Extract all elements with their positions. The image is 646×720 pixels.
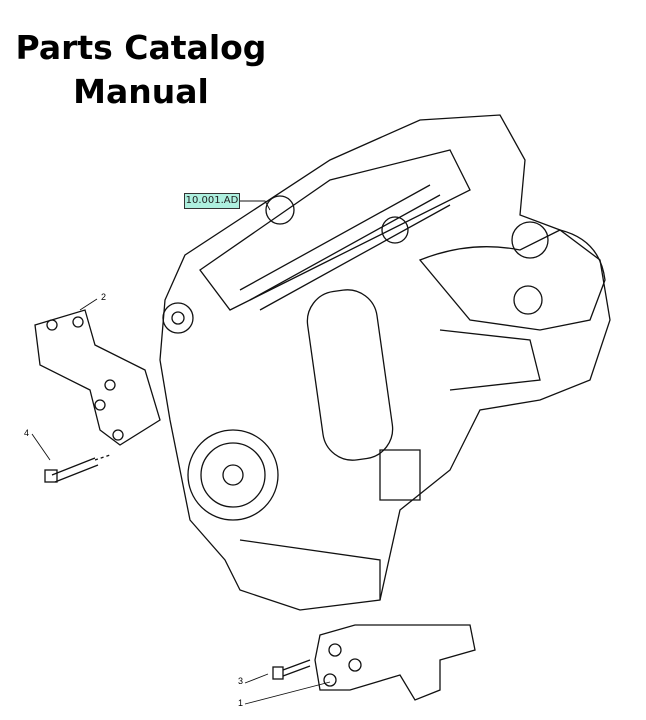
bracket-part-2 bbox=[34, 309, 161, 446]
callout-2: 2 bbox=[101, 292, 107, 302]
bracket-part-1 bbox=[314, 624, 476, 701]
callout-4: 4 bbox=[24, 428, 30, 438]
reference-label[interactable]: 10.001.AD bbox=[184, 193, 240, 209]
callout-1: 1 bbox=[238, 698, 244, 708]
bolt-part-3 bbox=[272, 659, 311, 680]
leader-lines bbox=[31, 200, 331, 705]
bolt-part-4 bbox=[44, 454, 111, 483]
page-title-line2: Manual bbox=[73, 72, 209, 111]
page-title-line1: Parts Catalog bbox=[15, 28, 267, 67]
callout-3: 3 bbox=[238, 676, 244, 686]
engine-drawing bbox=[159, 114, 611, 611]
